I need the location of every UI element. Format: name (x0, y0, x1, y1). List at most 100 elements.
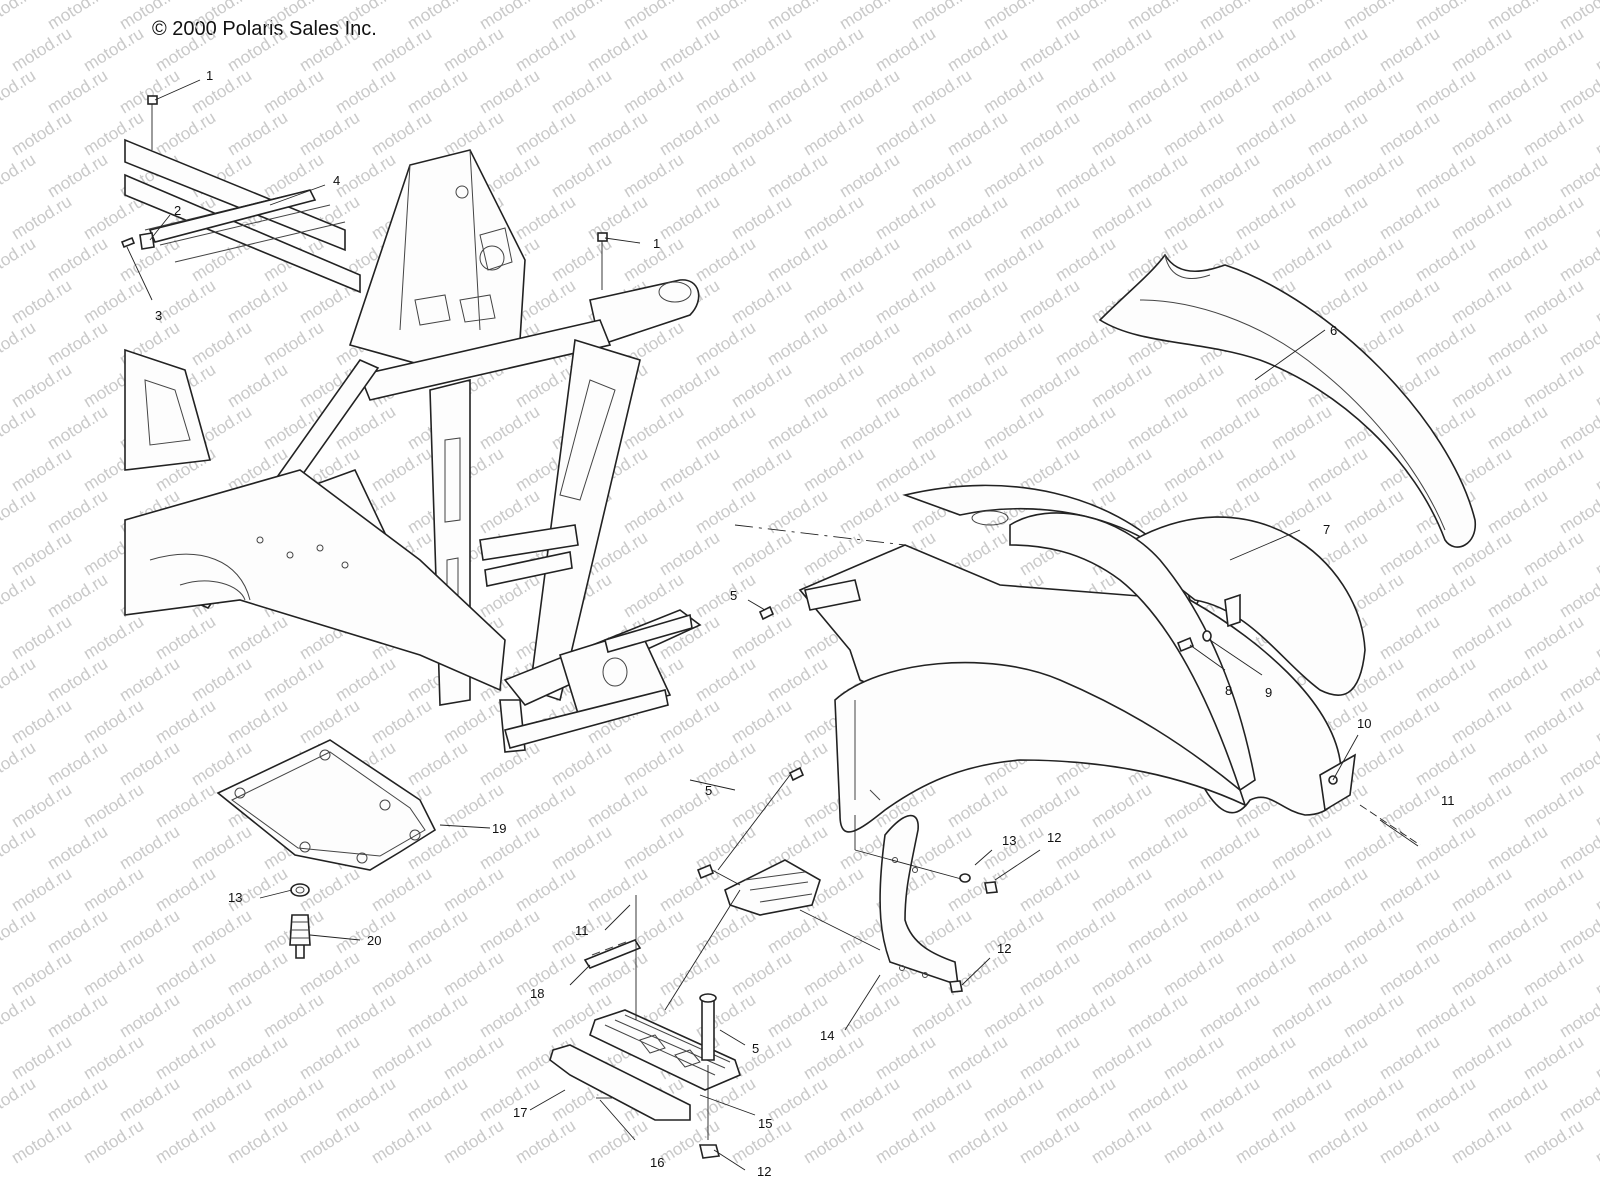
watermark-text: motod.ru (1376, 696, 1443, 748)
watermark-text: motod.ru (764, 738, 831, 790)
watermark-text: motod.ru (1520, 612, 1587, 664)
watermark-text: motod.ru (8, 780, 75, 832)
watermark-text: motod.ru (1520, 1116, 1587, 1168)
fender-flare-6 (1098, 253, 1476, 548)
watermark-text: motod.ru (1520, 864, 1587, 916)
watermark-text: motod.ru (8, 612, 75, 664)
watermark-text: motod.ru (1376, 1116, 1443, 1168)
watermark-text: motod.ru (1448, 1116, 1515, 1168)
watermark-text: motod.ru (1016, 864, 1083, 916)
watermark-text: motod.ru (44, 1074, 111, 1126)
watermark-text: motod.ru (44, 234, 111, 286)
watermark-text: motod.ru (440, 948, 507, 1000)
watermark-text: motod.ru (1592, 192, 1600, 244)
watermark-text: motod.ru (476, 66, 543, 118)
watermark-text: motod.ru (1412, 990, 1479, 1042)
watermark-text: motod.ru (1412, 0, 1479, 33)
part-8-bolt (1176, 636, 1195, 653)
watermark-text: motod.ru (620, 0, 687, 33)
watermark-text: motod.ru (836, 486, 903, 538)
watermark-text: motod.ru (692, 150, 759, 202)
watermark-text: motod.ru (80, 612, 147, 664)
watermark-text: motod.ru (1268, 234, 1335, 286)
watermark-text: motod.ru (1340, 150, 1407, 202)
watermark-text: motod.ru (476, 0, 543, 33)
part-9-washer (1202, 630, 1212, 642)
watermark-text: motod.ru (224, 696, 291, 748)
watermark-text: motod.ru (152, 780, 219, 832)
watermark-text: motod.ru (1232, 444, 1299, 496)
callout-17: 17 (513, 1105, 527, 1120)
watermark-text: motod.ru (800, 192, 867, 244)
watermark-text: motod.ru (1052, 906, 1119, 958)
skid-plate-19 (216, 739, 437, 959)
watermark-text: motod.ru (872, 444, 939, 496)
watermark-text: motod.ru (656, 444, 723, 496)
watermark-text: motod.ru (1304, 1032, 1371, 1084)
watermark-text: motod.ru (1376, 276, 1443, 328)
watermark-text: motod.ru (152, 108, 219, 160)
watermark-text: motod.ru (1448, 192, 1515, 244)
watermark-text: motod.ru (692, 0, 759, 33)
watermark-text: motod.ru (1304, 1116, 1371, 1168)
watermark-text: motod.ru (1232, 192, 1299, 244)
watermark-text: motod.ru (836, 1074, 903, 1126)
watermark-text: motod.ru (1484, 402, 1551, 454)
watermark-text: motod.ru (1484, 0, 1551, 33)
watermark-text: motod.ru (1340, 906, 1407, 958)
watermark-text: motod.ru (80, 864, 147, 916)
watermark-text: motod.ru (1520, 108, 1587, 160)
watermark-text: motod.ru (188, 990, 255, 1042)
watermark-text: motod.ru (620, 150, 687, 202)
watermark-text: motod.ru (188, 822, 255, 874)
watermark-text: motod.ru (728, 612, 795, 664)
watermark-text: motod.ru (0, 990, 39, 1042)
callout-7: 7 (1323, 522, 1330, 537)
watermark-text: motod.ru (980, 66, 1047, 118)
watermark-text: motod.ru (1412, 1074, 1479, 1126)
watermark-text: motod.ru (440, 864, 507, 916)
watermark-text: motod.ru (80, 948, 147, 1000)
watermark-text: motod.ru (764, 1074, 831, 1126)
watermark-text: motod.ru (80, 780, 147, 832)
watermark-text: motod.ru (1016, 108, 1083, 160)
watermark-text: motod.ru (1268, 822, 1335, 874)
watermark-text: motod.ru (1268, 1074, 1335, 1126)
watermark-text: motod.ru (620, 486, 687, 538)
watermark-text: motod.ru (584, 192, 651, 244)
watermark-text: motod.ru (1304, 192, 1371, 244)
mud-flap-14 (854, 814, 998, 993)
watermark-text: motod.ru (1592, 696, 1600, 748)
watermark-text: motod.ru (1592, 276, 1600, 328)
watermark-text: motod.ru (908, 402, 975, 454)
watermark-text: motod.ru (764, 402, 831, 454)
watermark-text: motod.ru (620, 66, 687, 118)
leader-lines (126, 79, 1359, 1171)
part-13-washer-flap (959, 873, 971, 883)
watermark-text: motod.ru (476, 486, 543, 538)
watermark-text: motod.ru (44, 654, 111, 706)
watermark-text: motod.ru (1484, 150, 1551, 202)
watermark-text: motod.ru (1412, 570, 1479, 622)
watermark-text: motod.ru (692, 486, 759, 538)
watermark-text: motod.ru (836, 990, 903, 1042)
watermark-text: motod.ru (0, 0, 39, 33)
watermark-text: motod.ru (1340, 990, 1407, 1042)
part-1-upper-nut (147, 95, 158, 105)
watermark-text: motod.ru (1340, 822, 1407, 874)
watermark-text: motod.ru (260, 0, 327, 33)
watermark-text: motod.ru (1196, 906, 1263, 958)
watermark-text: motod.ru (980, 906, 1047, 958)
watermark-text: motod.ru (656, 24, 723, 76)
watermark-text: motod.ru (1088, 108, 1155, 160)
watermark-text: motod.ru (656, 1116, 723, 1168)
watermark-text: motod.ru (1088, 192, 1155, 244)
watermark-text: motod.ru (1376, 612, 1443, 664)
watermark-text: motod.ru (728, 276, 795, 328)
callout-18: 18 (530, 986, 544, 1001)
watermark-text: motod.ru (332, 66, 399, 118)
part-13-washer-skid (290, 883, 310, 897)
watermark-text: motod.ru (1484, 570, 1551, 622)
watermark-text: motod.ru (728, 528, 795, 580)
